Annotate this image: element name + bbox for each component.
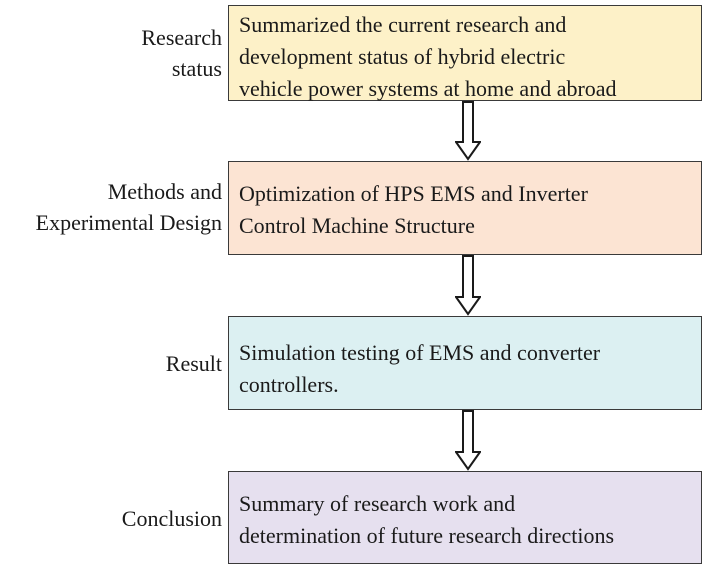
- stage-box-result: Simulation testing of EMS and converter …: [228, 316, 702, 410]
- stage-box-line: controllers.: [239, 372, 339, 397]
- stage-box-line: Simulation testing of EMS and converter: [239, 340, 601, 365]
- stage-label-conclusion: Conclusion: [122, 503, 222, 534]
- stage-label-research-status: Research status: [141, 22, 222, 84]
- stage-label-line: Result: [165, 351, 222, 376]
- stage-label-methods: Methods and Experimental Design: [36, 176, 222, 238]
- stage-label-line: Research: [141, 25, 222, 50]
- stage-label-line: Methods and: [107, 179, 222, 204]
- stage-box-line: vehicle power systems at home and abroad: [239, 76, 617, 101]
- stage-box-line: Control Machine Structure: [239, 213, 475, 238]
- stage-box-research-status: Summarized the current research and deve…: [228, 5, 702, 101]
- stage-label-line: status: [171, 56, 222, 81]
- stage-box-methods: Optimization of HPS EMS and Inverter Con…: [228, 161, 702, 255]
- stage-box-line: Summarized the current research and: [239, 12, 567, 37]
- stage-box-line: Optimization of HPS EMS and Inverter: [239, 181, 588, 206]
- stage-label-line: Experimental Design: [35, 210, 222, 235]
- stage-label-line: Conclusion: [121, 506, 222, 531]
- down-arrow-icon: [455, 410, 481, 471]
- stage-box-conclusion: Summary of research work and determinati…: [228, 471, 702, 564]
- down-arrow-icon: [455, 255, 481, 316]
- stage-box-line: development status of hybrid electric: [239, 44, 566, 69]
- stage-label-result: Result: [166, 348, 222, 379]
- down-arrow-icon: [455, 101, 481, 161]
- stage-box-line: determination of future research directi…: [239, 523, 615, 548]
- stage-box-line: Summary of research work and: [239, 491, 516, 516]
